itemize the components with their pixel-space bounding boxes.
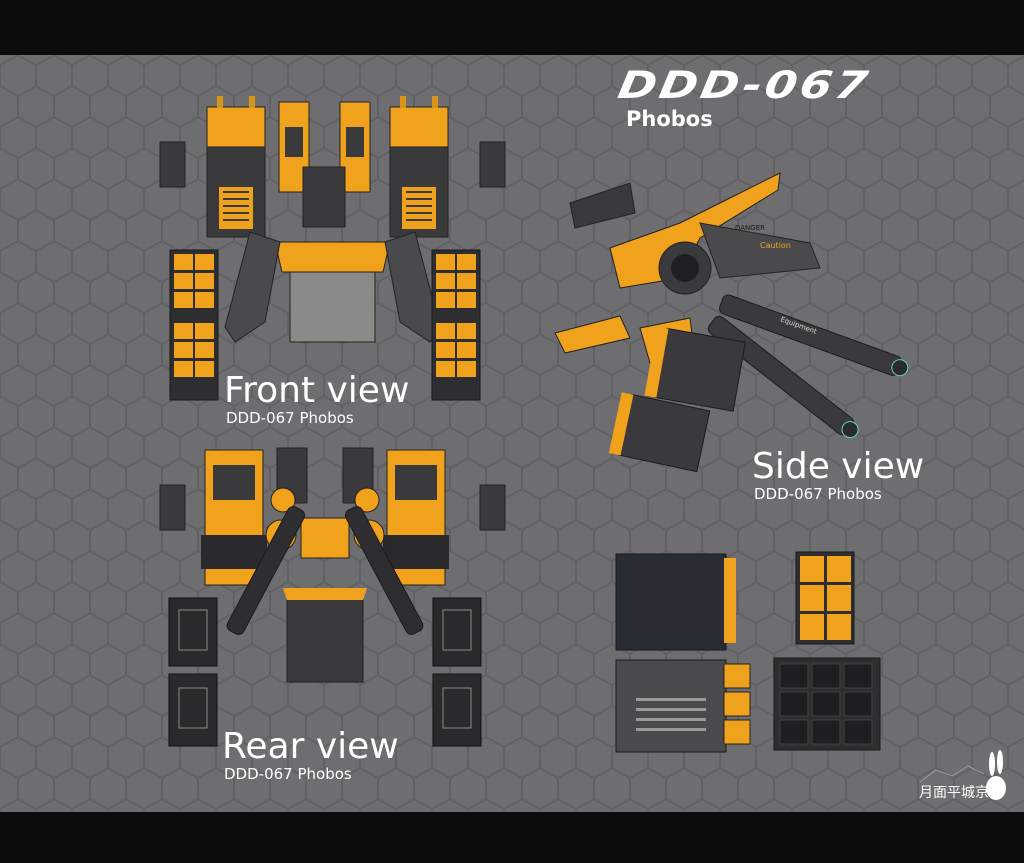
rear-view-mech <box>159 447 506 747</box>
side-view-caption: DDD-067 Phobos <box>754 485 882 503</box>
model-name: Phobos <box>626 107 713 131</box>
side-view-mech: DANGER Caution Equipment <box>554 172 909 473</box>
danger-decal: DANGER <box>735 224 765 232</box>
front-view-label: Front view <box>224 370 410 411</box>
rear-view-caption: DDD-067 Phobos <box>224 765 352 783</box>
letterbox-top <box>0 0 1024 55</box>
model-title: DDD-067 <box>614 62 875 107</box>
front-view-caption: DDD-067 Phobos <box>226 409 354 427</box>
front-view-mech <box>159 96 506 401</box>
parts-detail <box>615 551 881 753</box>
caution-decal: Caution <box>760 241 791 250</box>
studio-logo-text: 月面平城京 <box>919 785 989 801</box>
letterbox-bottom <box>0 812 1024 863</box>
rabbit-icon <box>919 750 1006 800</box>
rear-view-label: Rear view <box>222 726 399 767</box>
side-view-label: Side view <box>752 446 925 487</box>
